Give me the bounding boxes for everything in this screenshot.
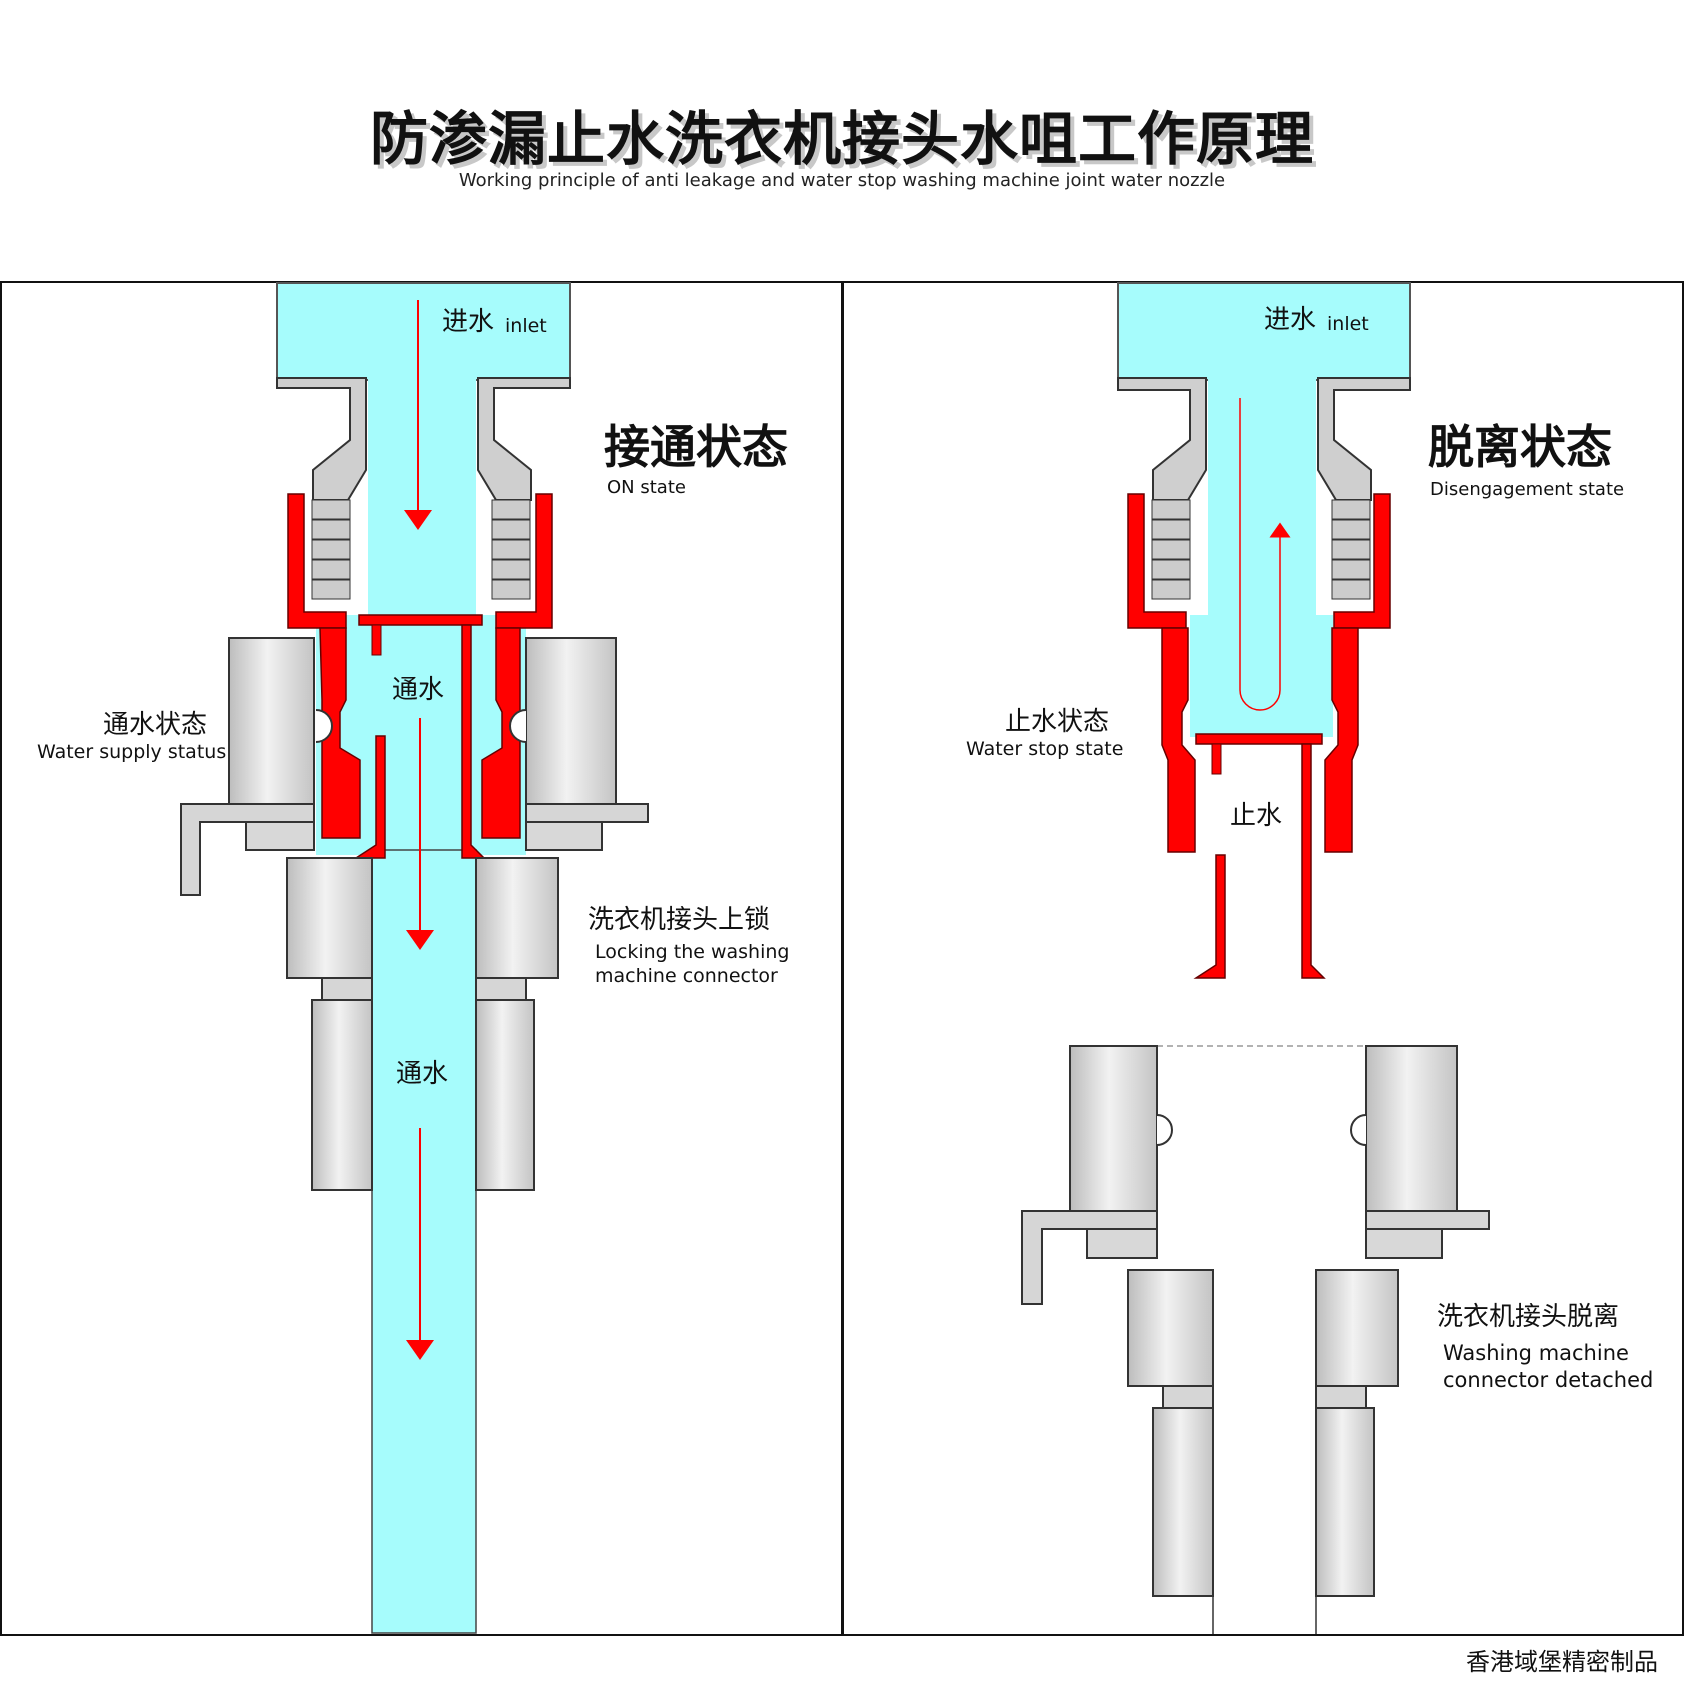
left-nut-shoulder-right (477, 377, 571, 501)
left-connector-upper-right (475, 857, 559, 979)
left-housing-left (228, 637, 315, 822)
right-state-cn: 脱离状态 (1428, 420, 1612, 474)
right-mount-plate (1365, 1210, 1490, 1230)
right-connector-neck-left (1162, 1385, 1214, 1409)
left-mount-bracket (180, 803, 315, 896)
left-nut-shoulder-left (276, 377, 367, 501)
right-threads-left (1151, 499, 1191, 600)
left-connector-upper-left (286, 857, 373, 979)
right-valve-disc (1195, 733, 1323, 745)
left-connector-neck-right (475, 977, 527, 1001)
right-detach-cn: 洗衣机接头脱离 (1437, 1302, 1619, 1332)
right-seal-outer-left (1127, 493, 1187, 629)
right-inlet-cn: 进水 (1264, 305, 1316, 335)
left-connector-neck-left (321, 977, 373, 1001)
left-housing-right (525, 637, 617, 822)
right-state-en: Disengagement state (1430, 479, 1624, 500)
left-valve-assembly (180, 282, 649, 1634)
left-seal-outer-right (495, 493, 553, 629)
right-housing-left (1069, 1045, 1158, 1212)
left-inlet-en: inlet (505, 315, 547, 337)
right-channel-water (1208, 378, 1316, 618)
left-oring-right (509, 709, 527, 743)
left-valve-disc (358, 614, 483, 626)
right-housing-step-left (1086, 1227, 1158, 1259)
right-connector-lower-left (1152, 1407, 1214, 1597)
left-state-cn: 接通状态 (604, 420, 788, 474)
left-threads-right (491, 499, 531, 600)
right-status-en: Water stop state (966, 738, 1123, 760)
right-nut-shoulder-right (1317, 377, 1411, 501)
right-stop-label: 止水 (1230, 801, 1282, 831)
right-valve-stem-right (1301, 743, 1326, 979)
right-seal-outer-right (1333, 493, 1391, 629)
right-threads-right (1331, 499, 1371, 600)
left-mount-plate (525, 803, 649, 823)
left-lock-en-1: Locking the washing (595, 941, 789, 963)
right-status-cn: 止水状态 (1005, 707, 1109, 737)
right-inlet-water (1117, 282, 1411, 381)
left-flow-label-1: 通水 (392, 675, 444, 705)
right-valve-assembly (1021, 282, 1490, 1634)
left-outlet-water (371, 849, 477, 1634)
left-status-cn: 通水状态 (103, 710, 207, 740)
left-valve-stem-right (461, 624, 486, 859)
right-seal-sleeve-left (1161, 627, 1196, 853)
left-lock-en-2: machine connector (595, 965, 778, 987)
right-inlet-en: inlet (1327, 313, 1369, 335)
left-oring-left (315, 709, 333, 743)
right-connector-neck-right (1315, 1385, 1367, 1409)
left-valve-stem-left (371, 624, 382, 656)
right-return-flow-arrow (1239, 398, 1291, 711)
right-connector-upper-right (1315, 1269, 1399, 1387)
right-connector-lower-right (1315, 1407, 1375, 1597)
right-valve-stem-left (1211, 743, 1222, 775)
left-channel-water (368, 378, 476, 618)
right-oring-right (1350, 1114, 1367, 1146)
left-seal-sleeve-right (481, 627, 521, 839)
left-connector-lower-right (475, 999, 535, 1191)
left-seal-outer-left (287, 493, 347, 629)
right-oring-left (1156, 1114, 1173, 1146)
right-chamber-water (1190, 615, 1333, 737)
right-connector-upper-left (1127, 1269, 1214, 1387)
footer-brand: 香港域堡精密制品 (1466, 1648, 1658, 1676)
right-housing-right (1365, 1045, 1458, 1212)
left-status-en: Water supply status (37, 741, 226, 763)
right-valve-finger-left (1193, 854, 1226, 979)
left-state-en: ON state (607, 477, 686, 498)
right-housing-step-right (1365, 1227, 1443, 1259)
right-detach-en-1: Washing machine (1443, 1341, 1629, 1365)
right-nut-shoulder-left (1117, 377, 1207, 501)
page-title: 防渗漏止水洗衣机接头水咀工作原理 (369, 105, 1314, 173)
left-housing-step-right (525, 819, 603, 851)
left-housing-step-left (245, 819, 315, 851)
right-seal-sleeve-right (1324, 627, 1359, 853)
page-subtitle: Working principle of anti leakage and wa… (458, 170, 1226, 191)
left-connector-lower-left (311, 999, 373, 1191)
right-mount-bracket (1021, 1210, 1158, 1305)
left-flow-label-2: 通水 (396, 1059, 448, 1089)
right-detach-en-2: connector detached (1443, 1368, 1653, 1392)
left-seal-sleeve-left (319, 627, 361, 839)
left-inlet-cn: 进水 (442, 307, 494, 337)
left-lock-cn: 洗衣机接头上锁 (588, 905, 770, 935)
left-threads-left (311, 499, 351, 600)
